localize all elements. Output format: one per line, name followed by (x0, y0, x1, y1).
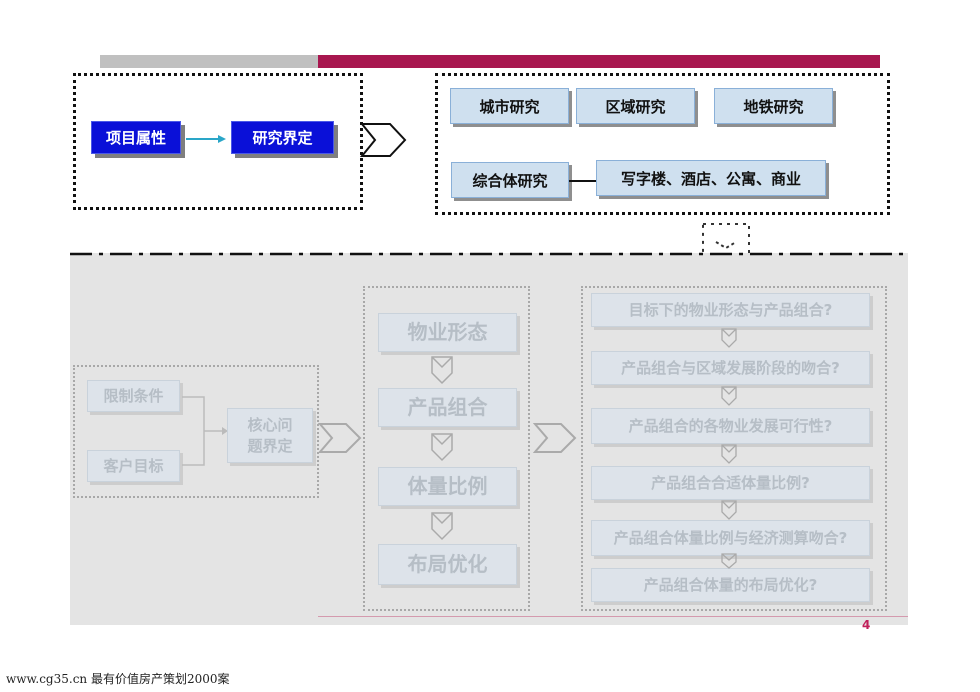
footer-rule (318, 616, 908, 617)
core-issue-box: 核心问题界定 (227, 408, 313, 463)
attribute-group (73, 73, 363, 210)
district-research-box: 区域研究 (576, 88, 695, 124)
header-bar-gray (100, 55, 318, 68)
flow-step-volume-ratio: 体量比例 (378, 467, 517, 506)
property-types-box: 写字楼、酒店、公寓、商业 (596, 160, 826, 196)
page-number: 4 (862, 618, 871, 632)
question-box: 目标下的物业形态与产品组合? (591, 293, 870, 327)
merge-connector (182, 396, 228, 466)
chevron-right-icon (533, 423, 577, 453)
question-box: 产品组合体量的布局优化? (591, 568, 870, 602)
constraints-group (73, 365, 319, 498)
footer-text: www.cg35.cn 最有价值房产策划2000案 (6, 672, 230, 686)
research-group (435, 73, 890, 215)
header-bar-accent (318, 55, 880, 68)
client-goal-box: 客户目标 (87, 450, 180, 482)
flow-step-layout-optimization: 布局优化 (378, 544, 517, 585)
constraint-box: 限制条件 (87, 380, 180, 412)
question-box: 产品组合合适体量比例? (591, 466, 870, 500)
chevron-down-icon (431, 512, 453, 541)
chevron-down-icon (721, 444, 737, 464)
question-box: 产品组合的各物业发展可行性? (591, 408, 870, 444)
question-box: 产品组合体量比例与经济测算吻合? (591, 520, 870, 556)
flow-group (363, 286, 530, 611)
chevron-down-icon (721, 500, 737, 520)
city-research-box: 城市研究 (450, 88, 569, 124)
chevron-down-icon (721, 386, 737, 406)
chevron-down-icon (431, 356, 453, 385)
metro-research-box: 地铁研究 (714, 88, 833, 124)
section-divider (70, 252, 910, 256)
arrow-right-icon (186, 135, 226, 143)
research-scope-box: 研究界定 (231, 121, 334, 154)
project-attribute-box: 项目属性 (91, 121, 181, 154)
questions-group (581, 286, 887, 611)
chevron-right-icon (318, 423, 362, 453)
chevron-down-icon (431, 433, 453, 462)
flow-step-property-form: 物业形态 (378, 313, 517, 352)
chevron-down-icon (721, 328, 737, 348)
chevron-down-icon (721, 553, 737, 569)
complex-research-box: 综合体研究 (451, 162, 569, 198)
chevron-right-icon (360, 123, 407, 157)
flow-step-product-mix: 产品组合 (378, 388, 517, 427)
question-box: 产品组合与区域发展阶段的吻合? (591, 351, 870, 385)
connector-line (569, 180, 596, 182)
